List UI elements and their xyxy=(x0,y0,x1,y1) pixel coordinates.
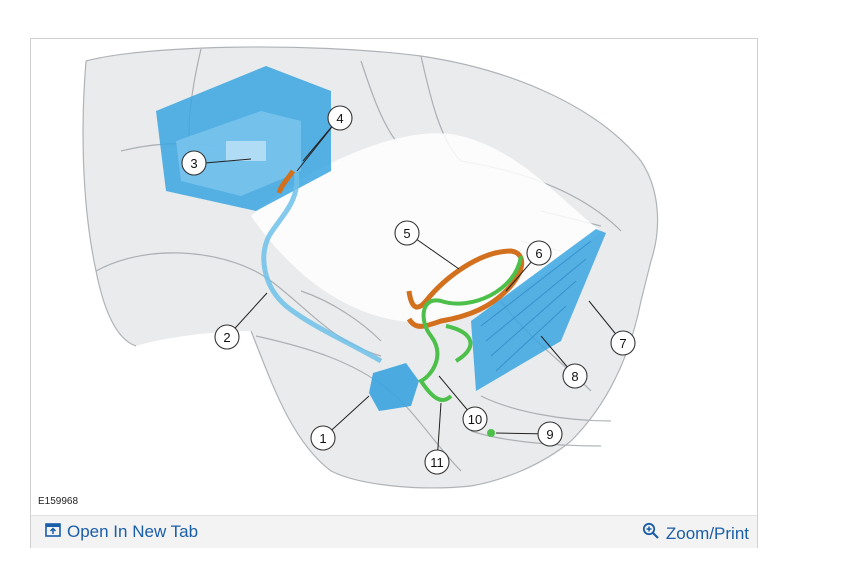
callout-2: 2 xyxy=(214,324,240,350)
condenser xyxy=(471,229,606,391)
svg-text:1: 1 xyxy=(319,431,326,446)
zoom-print-label: Zoom/Print xyxy=(665,523,749,543)
svg-text:7: 7 xyxy=(619,336,626,351)
svg-text:9: 9 xyxy=(546,427,553,442)
callout-7: 7 xyxy=(610,330,636,356)
svg-text:4: 4 xyxy=(336,111,343,126)
svg-text:5: 5 xyxy=(403,226,410,241)
ac-line-6 xyxy=(418,255,523,402)
callout-9: 9 xyxy=(537,421,563,447)
magnifier-plus-icon xyxy=(642,522,660,545)
sensor-9 xyxy=(487,429,495,437)
figure-id-label: E159968 xyxy=(38,496,79,507)
compressor xyxy=(369,363,419,411)
callout-5: 5 xyxy=(394,220,420,246)
svg-text:11: 11 xyxy=(430,455,444,470)
vehicle-ac-system-illustration: 1 2 3 4 5 6 7 8 9 10 11 xyxy=(82,46,659,489)
callout-8: 8 xyxy=(562,363,588,389)
callout-11: 11 xyxy=(424,449,450,475)
callout-10: 10 xyxy=(462,406,488,432)
svg-text:10: 10 xyxy=(468,412,482,427)
svg-text:8: 8 xyxy=(571,369,578,384)
ac-line-2 xyxy=(261,170,383,364)
zoom-print-link[interactable]: Zoom/Print xyxy=(642,522,749,545)
callout-1: 1 xyxy=(310,425,336,451)
callout-4: 4 xyxy=(327,105,353,131)
callout-3: 3 xyxy=(181,150,207,176)
svg-text:3: 3 xyxy=(190,156,197,171)
figure-toolbar: Open In New Tab Zoom/Print xyxy=(31,515,757,548)
open-in-new-tab-link[interactable]: Open In New Tab xyxy=(45,522,198,542)
open-in-new-tab-label: Open In New Tab xyxy=(67,522,199,541)
open-in-new-tab-icon xyxy=(45,522,61,542)
callout-6: 6 xyxy=(526,240,552,266)
svg-text:6: 6 xyxy=(535,246,542,261)
svg-text:2: 2 xyxy=(223,330,230,345)
